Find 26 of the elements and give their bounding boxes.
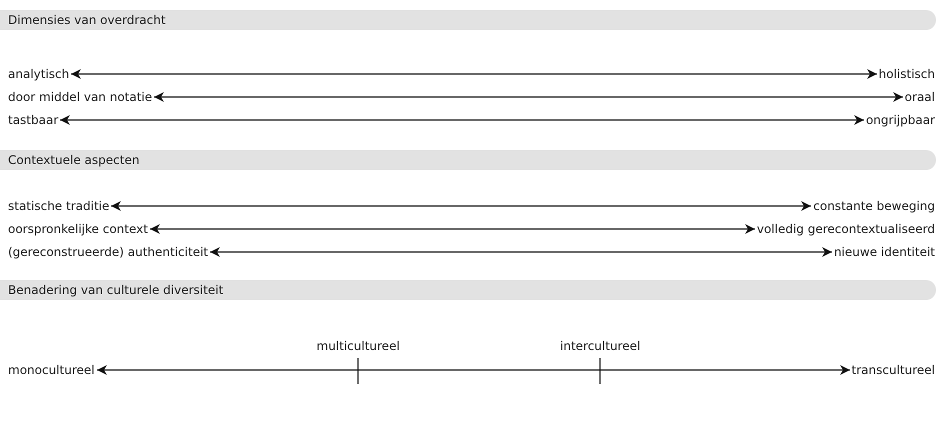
- section-header-band: Benadering van culturele diversiteit: [0, 280, 936, 300]
- double-arrow: [111, 201, 811, 211]
- double-arrow: [97, 365, 850, 375]
- scale-pole-label: monocultureel: [8, 362, 95, 378]
- double-arrow: [150, 224, 755, 234]
- scale-pole-label: ongrijpbaar: [866, 112, 935, 128]
- scale-pole-label: transcultureel: [852, 362, 935, 378]
- scale-pole-label: oorspronkelijke context: [8, 221, 148, 237]
- scale-pole-label: statische traditie: [8, 198, 110, 214]
- scale-pole-label: door middel van notatie: [8, 89, 152, 105]
- scale-pole-label: tastbaar: [8, 112, 58, 128]
- scale-pole-label: holistisch: [878, 66, 935, 82]
- scale-pole-label: (gereconstrueerde) authenticiteit: [8, 244, 208, 260]
- scale-pole-label: oraal: [904, 89, 935, 105]
- section-header-band: Dimensies van overdracht: [0, 10, 936, 30]
- section-header-band: Contextuele aspecten: [0, 150, 936, 170]
- double-arrow: [60, 115, 864, 125]
- double-arrow: [210, 247, 832, 257]
- scale-pole-label: constante beweging: [813, 198, 935, 214]
- double-arrow: [154, 92, 903, 102]
- scale-tick-label: multicultureel: [316, 338, 400, 354]
- scale-tick-label: intercultureel: [560, 338, 640, 354]
- scale-pole-label: nieuwe identiteit: [834, 244, 935, 260]
- scale-pole-label: volledig gerecontextualiseerd: [756, 221, 935, 237]
- scale-pole-label: analytisch: [8, 66, 70, 82]
- double-arrow: [71, 69, 877, 79]
